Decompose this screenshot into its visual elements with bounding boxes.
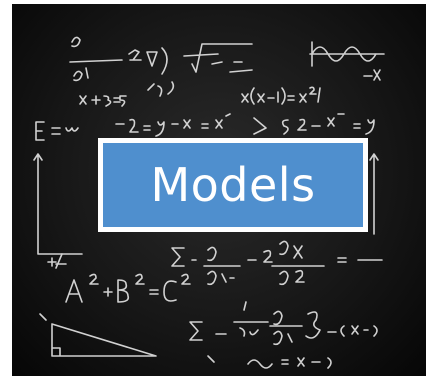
chalkboard-equations-image [33,36,385,369]
models-label-box[interactable]: Models [98,138,368,232]
models-label: Models [150,158,316,212]
models-tile[interactable]: Models [12,4,426,376]
